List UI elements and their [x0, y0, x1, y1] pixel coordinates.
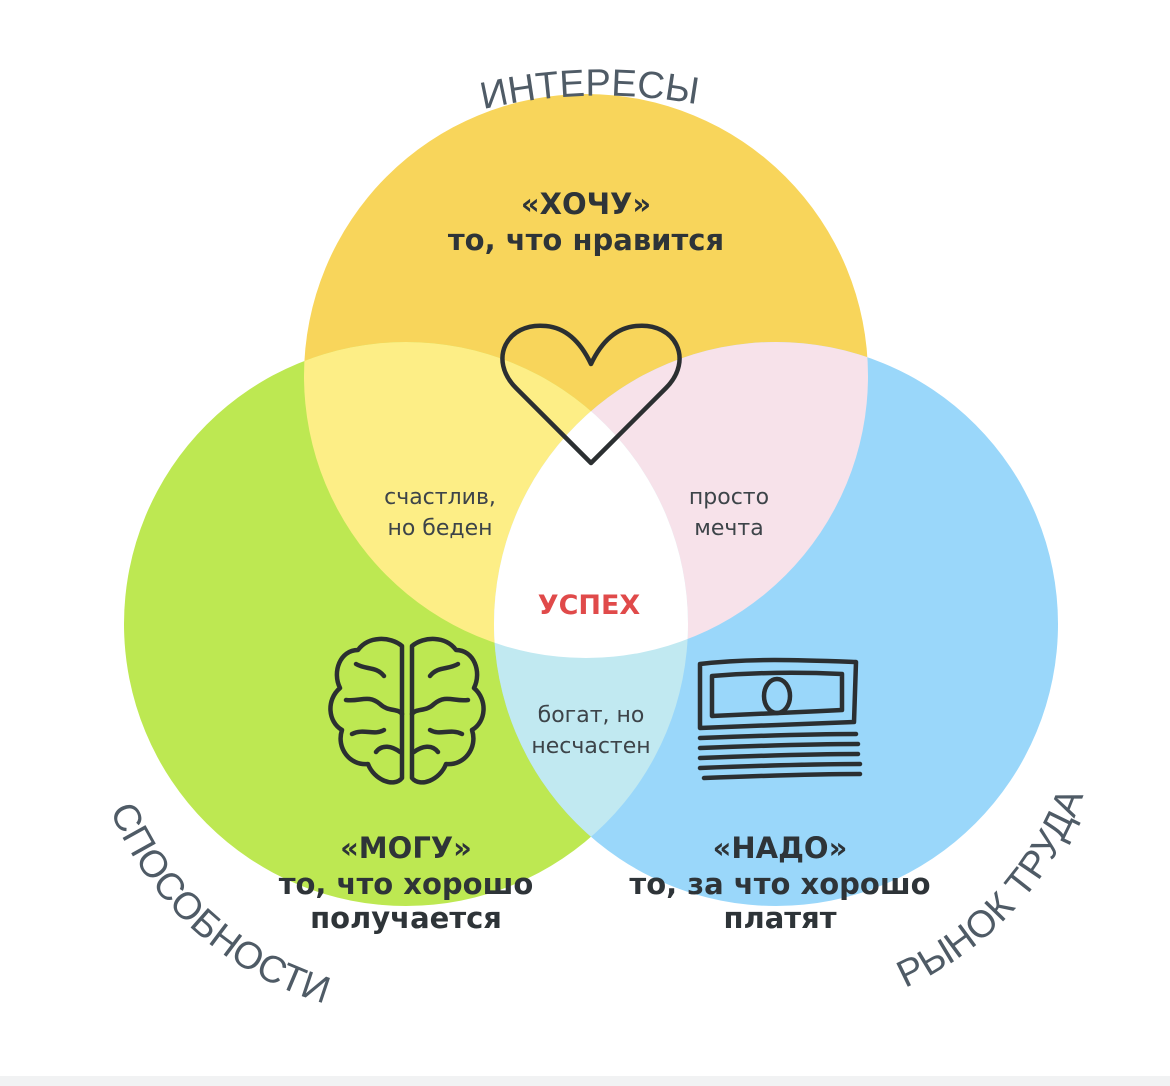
want-need-line1: просто: [689, 485, 769, 510]
want-can-line1: счастлив,: [384, 485, 496, 510]
need-line1: то, за что хорошо: [629, 867, 930, 901]
bottom-divider: [0, 1076, 1170, 1086]
want-subtitle: то, что нравится: [448, 223, 724, 257]
can-line2: получается: [310, 901, 502, 935]
can-need-line2: несчастен: [531, 734, 650, 759]
can-need-line1: богат, но: [538, 703, 645, 728]
brain-icon: [328, 636, 486, 785]
need-line2: платят: [723, 901, 836, 935]
need-title: «НАДО»: [713, 831, 848, 865]
want-need-line2: мечта: [694, 516, 763, 541]
heart-icon: [500, 323, 682, 466]
want-title: «ХОЧУ»: [521, 187, 651, 221]
want-can-line2: но беден: [387, 516, 492, 541]
money-stack-icon: [697, 657, 863, 781]
success-label: УСПЕХ: [538, 590, 641, 621]
can-title: «МОГУ»: [340, 831, 472, 865]
intersection-center: [494, 342, 688, 658]
can-line1: то, что хорошо: [279, 867, 534, 901]
